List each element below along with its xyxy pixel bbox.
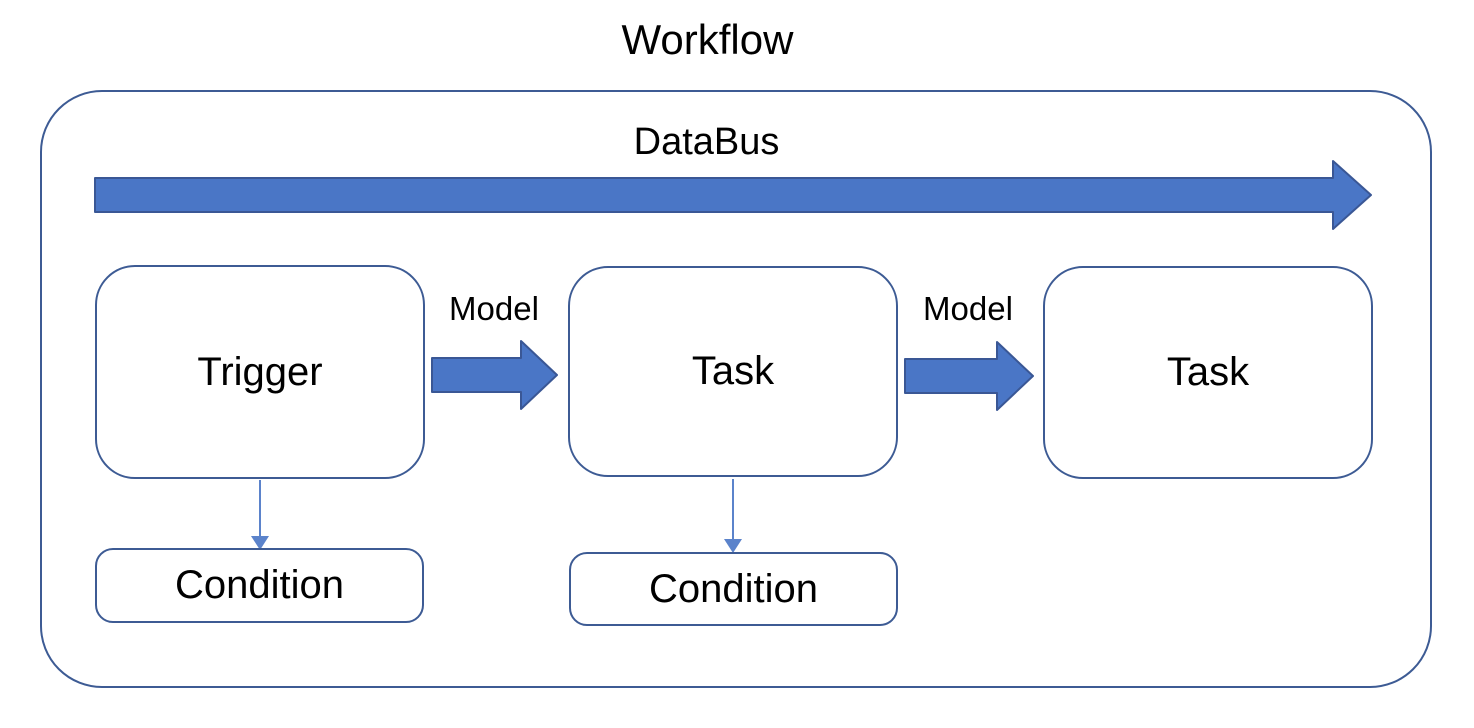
node-task-1: Task: [568, 266, 898, 477]
node-condition-1-label: Condition: [174, 563, 344, 607]
diagram-title: Workflow: [621, 16, 794, 63]
node-task-2: Task: [1043, 266, 1373, 479]
node-task-2-label: Task: [1166, 350, 1250, 394]
node-condition-2-label: Condition: [648, 566, 818, 611]
model-edge-label-1: Model: [449, 290, 539, 327]
node-condition-2: Condition: [569, 552, 898, 626]
node-condition-1: Condition: [95, 548, 424, 623]
model-arrow-1-icon: [431, 340, 558, 410]
workflow-container-frame: [40, 90, 1432, 688]
node-task-1-label: Task: [691, 349, 775, 393]
databus-label: DataBus: [633, 121, 780, 163]
connector-task-condition-icon: [724, 479, 742, 553]
model-arrow-2-icon: [904, 341, 1034, 411]
node-trigger: Trigger: [95, 265, 425, 479]
model-edge-label-2: Model: [923, 290, 1013, 327]
databus-arrow-icon: [94, 160, 1372, 230]
connector-trigger-condition-icon: [251, 480, 269, 550]
node-trigger-label: Trigger: [197, 349, 323, 394]
